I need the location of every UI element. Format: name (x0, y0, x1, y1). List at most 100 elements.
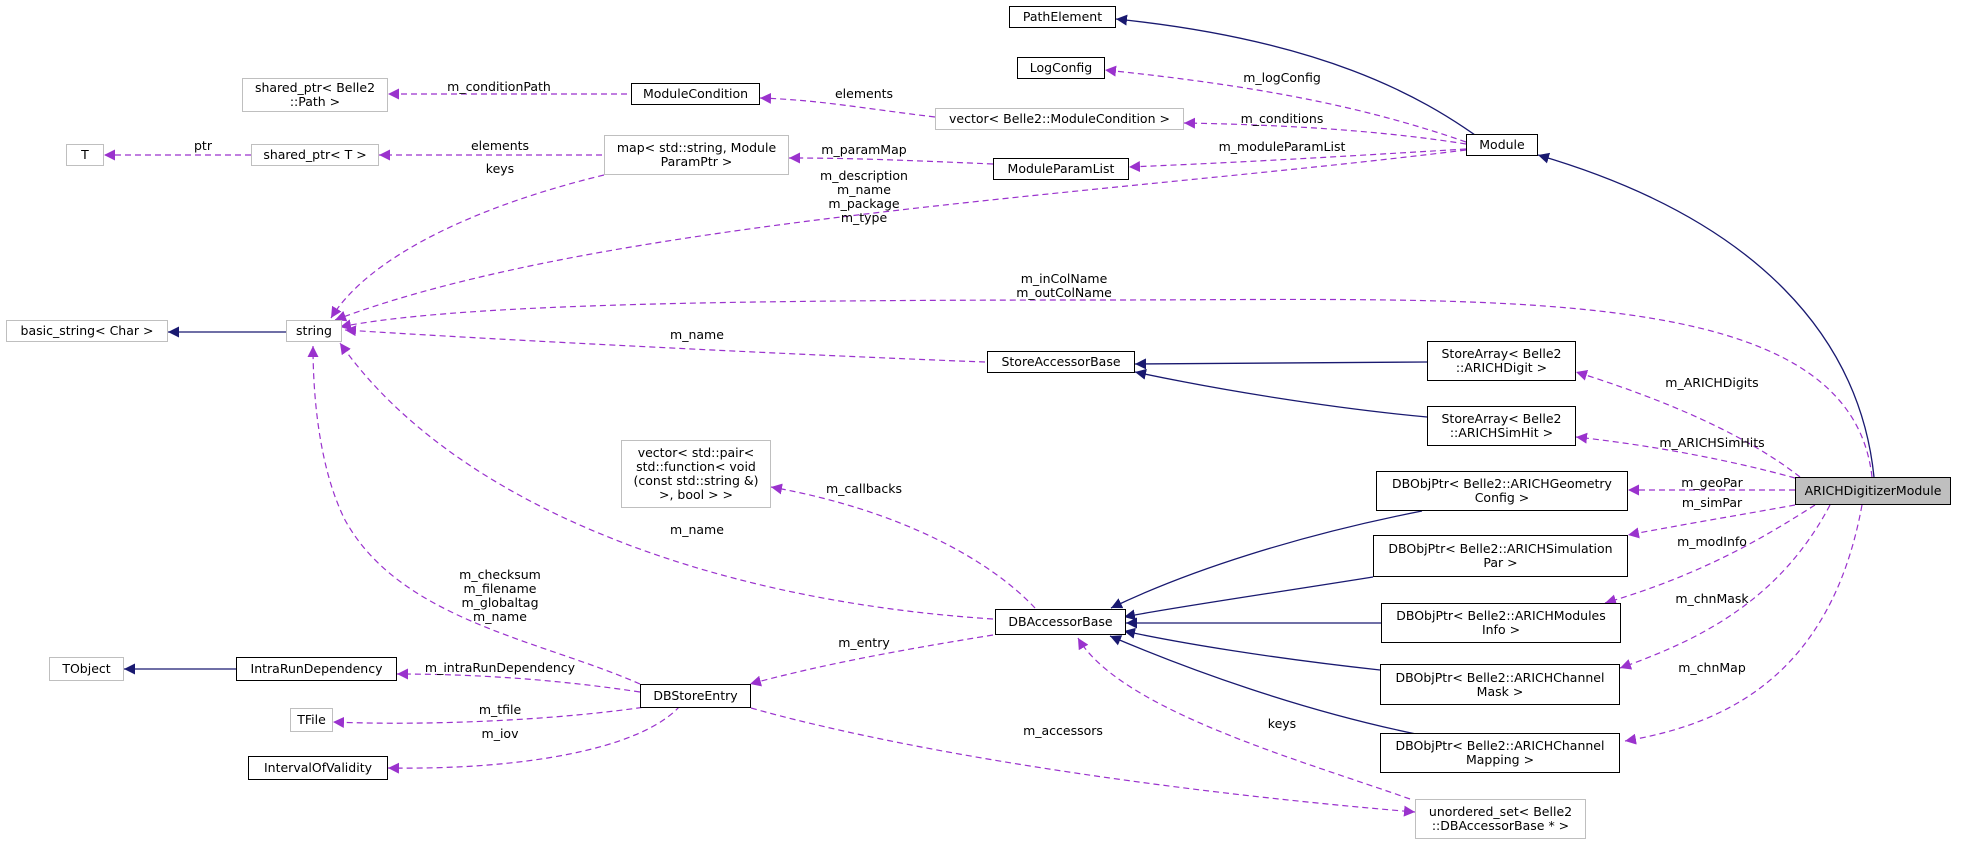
node-tfile[interactable]: TFile (290, 708, 333, 732)
label-m-outcolname: m_outColName (1016, 285, 1112, 300)
label-m-filename: m_filename (464, 581, 537, 596)
edge-storearraydigit-to-storeaccessorbase (1134, 358, 1428, 370)
label-m-name-db: m_name (670, 522, 724, 537)
node-sharedptr-t[interactable]: shared_ptr< T > (251, 144, 379, 166)
edge-dbobjgeometry-to-dbaccessorbase (1110, 510, 1423, 609)
node-dbobjptr-geometryconfig[interactable]: DBObjPtr< Belle2::ARICHGeometry Config > (1376, 471, 1628, 511)
label-m-package: m_package (828, 196, 900, 211)
label-m-arichsimhits: m_ARICHSimHits (1659, 435, 1764, 450)
node-arichdigitizermodule[interactable]: ARICHDigitizerModule (1795, 477, 1951, 505)
label-m-type: m_type (841, 210, 888, 225)
label-elements-shared: elements (471, 138, 529, 153)
edge-paramlist-to-map (788, 152, 994, 165)
label-m-conditions: m_conditions (1241, 111, 1324, 126)
edge-dbstoreentry-to-intrarundependency (396, 668, 641, 693)
edge-arichdigitizer-to-dbobjsimulation (1627, 504, 1796, 539)
label-m-moduleparamlist: m_moduleParamList (1219, 139, 1346, 154)
label-m-name-entry: m_name (473, 609, 527, 624)
inheritance-edges (124, 14, 1875, 735)
node-basic-string[interactable]: basic_string< Char > (6, 320, 168, 342)
label-m-parammap: m_paramMap (821, 142, 906, 157)
edge-vectorcondition-to-modulecondition (759, 92, 936, 118)
edge-module-to-paramlist (1128, 148, 1467, 173)
edge-arichdigitizer-to-storearraydigit (1575, 370, 1801, 478)
label-m-globaltag: m_globaltag (461, 595, 538, 610)
node-storearray-arichsimhit[interactable]: StoreArray< Belle2 ::ARICHSimHit > (1427, 406, 1576, 446)
node-intrarundependency[interactable]: IntraRunDependency (236, 657, 397, 681)
label-keys-set: keys (1268, 716, 1296, 731)
edge-dbstoreentry-to-string-members (307, 345, 641, 685)
label-m-tfile: m_tfile (479, 702, 522, 717)
label-m-name-store: m_name (670, 327, 724, 342)
label-m-accessors: m_accessors (1023, 723, 1103, 738)
label-m-geopar: m_geoPar (1681, 475, 1743, 490)
edge-dbobjmask-to-dbaccessorbase (1123, 627, 1381, 671)
edge-module-to-vectorcondition (1183, 117, 1467, 145)
edge-labels: m_conditionPath elements m_logConfig m_c… (194, 70, 1765, 741)
node-moduleparamlist[interactable]: ModuleParamList (993, 158, 1129, 180)
node-dbobjptr-channelmask[interactable]: DBObjPtr< Belle2::ARICHChannel Mask > (1380, 664, 1620, 705)
label-m-incolname: m_inColName (1021, 271, 1108, 286)
edge-module-to-string-members (334, 149, 1467, 322)
label-m-entry: m_entry (838, 635, 890, 650)
node-tobject[interactable]: TObject (49, 657, 124, 681)
label-m-simpar: m_simPar (1682, 495, 1743, 510)
label-m-iov: m_iov (482, 726, 520, 741)
label-m-chnmap: m_chnMap (1678, 660, 1746, 675)
label-m-logconfig: m_logConfig (1243, 70, 1321, 85)
node-map-string-param[interactable]: map< std::string, Module ParamPtr > (604, 135, 789, 175)
label-m-arichdigits: m_ARICHDigits (1665, 375, 1758, 390)
node-vector-modulecondition[interactable]: vector< Belle2::ModuleCondition > (935, 108, 1184, 130)
edge-dbaccessorbase-to-string-name (339, 342, 994, 620)
edge-arichdigitizer-to-dbobjmapping (1624, 504, 1863, 745)
edge-dbaccessorbase-to-vectorpair (770, 483, 1036, 609)
node-sharedptr-path[interactable]: shared_ptr< Belle2 ::Path > (242, 78, 388, 112)
node-storeaccessorbase[interactable]: StoreAccessorBase (987, 351, 1135, 373)
usage-edges (104, 65, 1873, 817)
node-dbobjptr-simulationpar[interactable]: DBObjPtr< Belle2::ARICHSimulation Par > (1373, 535, 1628, 577)
edge-dbstoreentry-to-unorderedset (750, 707, 1416, 817)
label-keys-map: keys (486, 161, 514, 176)
label-m-chnmask: m_chnMask (1675, 591, 1749, 606)
edge-dbobjsimulation-to-dbaccessorbase (1123, 576, 1374, 621)
edge-unorderedset-to-dbaccessorbase (1077, 637, 1411, 800)
node-module[interactable]: Module (1466, 134, 1538, 156)
label-m-conditionpath: m_conditionPath (447, 79, 551, 94)
node-dbaccessorbase[interactable]: DBAccessorBase (995, 609, 1126, 635)
edge-arichdigitizer-to-string-colnames (339, 298, 1873, 478)
label-ptr: ptr (194, 138, 213, 153)
label-m-description: m_description (820, 168, 908, 183)
edge-storeaccessorbase-to-string (344, 325, 986, 363)
edge-dbstoreentry-to-tfile (332, 705, 653, 728)
edge-storearraysimhit-to-storeaccessorbase (1134, 368, 1428, 418)
node-logconfig[interactable]: LogConfig (1017, 57, 1105, 79)
node-dbobjptr-channelmapping[interactable]: DBObjPtr< Belle2::ARICHChannel Mapping > (1380, 733, 1620, 773)
label-m-name-module: m_name (837, 182, 891, 197)
node-storearray-arichdigit[interactable]: StoreArray< Belle2 ::ARICHDigit > (1427, 341, 1576, 381)
label-m-intrarundependency: m_intraRunDependency (425, 660, 576, 675)
label-m-checksum: m_checksum (459, 567, 541, 582)
node-dbobjptr-modulesinfo[interactable]: DBObjPtr< Belle2::ARICHModules Info > (1381, 603, 1621, 643)
node-dbstoreentry[interactable]: DBStoreEntry (640, 684, 751, 708)
edge-module-to-pathelement (1115, 14, 1483, 141)
edge-arichdigitizer-to-storearraysimhit (1575, 432, 1796, 479)
label-elements-conditions: elements (835, 86, 893, 101)
node-string[interactable]: string (286, 320, 342, 342)
edge-dbobjmapping-to-dbaccessorbase (1109, 635, 1417, 735)
node-vector-pair-function[interactable]: vector< std::pair< std::function< void (… (621, 440, 771, 508)
node-intervalofvalidity[interactable]: IntervalOfValidity (248, 756, 388, 780)
node-pathelement[interactable]: PathElement (1009, 6, 1116, 28)
label-m-modinfo: m_modInfo (1677, 534, 1747, 549)
edge-dbaccessorbase-to-dbstoreentry (749, 634, 994, 687)
edge-arichdigitizer-to-dbobjmodules (1604, 504, 1816, 606)
edge-map-to-string-keys (330, 174, 605, 319)
edge-dbstoreentry-to-iov (387, 705, 681, 774)
node-t[interactable]: T (66, 144, 104, 166)
node-modulecondition[interactable]: ModuleCondition (631, 83, 760, 105)
label-m-callbacks: m_callbacks (826, 481, 902, 496)
edge-module-to-logconfig (1104, 65, 1467, 143)
edge-arichdigitizer-to-module (1537, 152, 1875, 478)
node-unordered-set-accessor[interactable]: unordered_set< Belle2 ::DBAccessorBase *… (1415, 799, 1586, 839)
